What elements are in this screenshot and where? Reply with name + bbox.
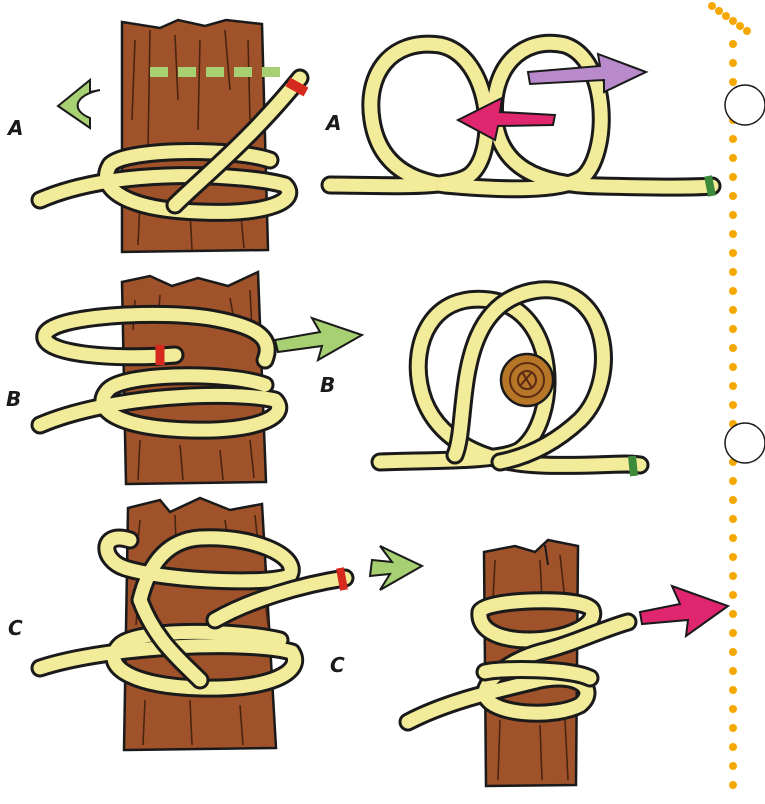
border-dot: [729, 477, 737, 485]
green-arrow-icon: [58, 80, 100, 128]
border-dot: [729, 173, 737, 181]
border-dot: [729, 59, 737, 67]
border-dot: [729, 553, 737, 561]
border-dot: [722, 12, 730, 20]
hole-marker: [725, 85, 765, 125]
border-dot: [729, 724, 737, 732]
border-dot: [729, 610, 737, 618]
border-dot: [729, 591, 737, 599]
step-label-b: B: [6, 387, 21, 411]
border-dot: [729, 249, 737, 257]
border-dot: [729, 268, 737, 276]
border-dot: [729, 287, 737, 295]
green-band: [708, 176, 712, 196]
border-dot: [729, 306, 737, 314]
green-arrow-icon: [275, 318, 362, 360]
border-dot: [729, 743, 737, 751]
border-dot: [729, 211, 737, 219]
border-dot: [715, 7, 723, 15]
step-label-b: B: [320, 373, 335, 397]
red-band: [340, 568, 344, 590]
log-end-icon: [501, 354, 553, 406]
border-dot: [743, 27, 751, 35]
border-dot: [729, 572, 737, 580]
border-dot: [729, 762, 737, 770]
border-dot: [729, 78, 737, 86]
border-dot: [729, 230, 737, 238]
pink-arrow-icon: [640, 586, 728, 636]
border-dot: [729, 192, 737, 200]
border-dot: [729, 135, 737, 143]
border-dot: [729, 629, 737, 637]
border-dot: [729, 17, 737, 25]
step-label-c: C: [8, 616, 23, 640]
border-dot: [729, 154, 737, 162]
border-dot: [729, 382, 737, 390]
border-dot: [729, 401, 737, 409]
border-dot: [729, 344, 737, 352]
border-dot: [729, 648, 737, 656]
border-dot: [729, 686, 737, 694]
border-dot: [708, 2, 716, 10]
step-label-a: A: [6, 116, 23, 140]
step-label-a: A: [324, 111, 341, 135]
green-arrow-icon: [370, 546, 422, 590]
border-dot: [729, 781, 737, 789]
border-dot: [729, 496, 737, 504]
border-dot: [736, 22, 744, 30]
border-dot: [729, 534, 737, 542]
border-dot: [729, 363, 737, 371]
green-band: [632, 456, 634, 476]
border-dot: [729, 40, 737, 48]
border-dot: [729, 705, 737, 713]
hole-marker: [725, 423, 765, 463]
step-label-c: C: [330, 653, 345, 677]
border-dot: [729, 667, 737, 675]
border-dot: [729, 515, 737, 523]
border-dot: [729, 325, 737, 333]
